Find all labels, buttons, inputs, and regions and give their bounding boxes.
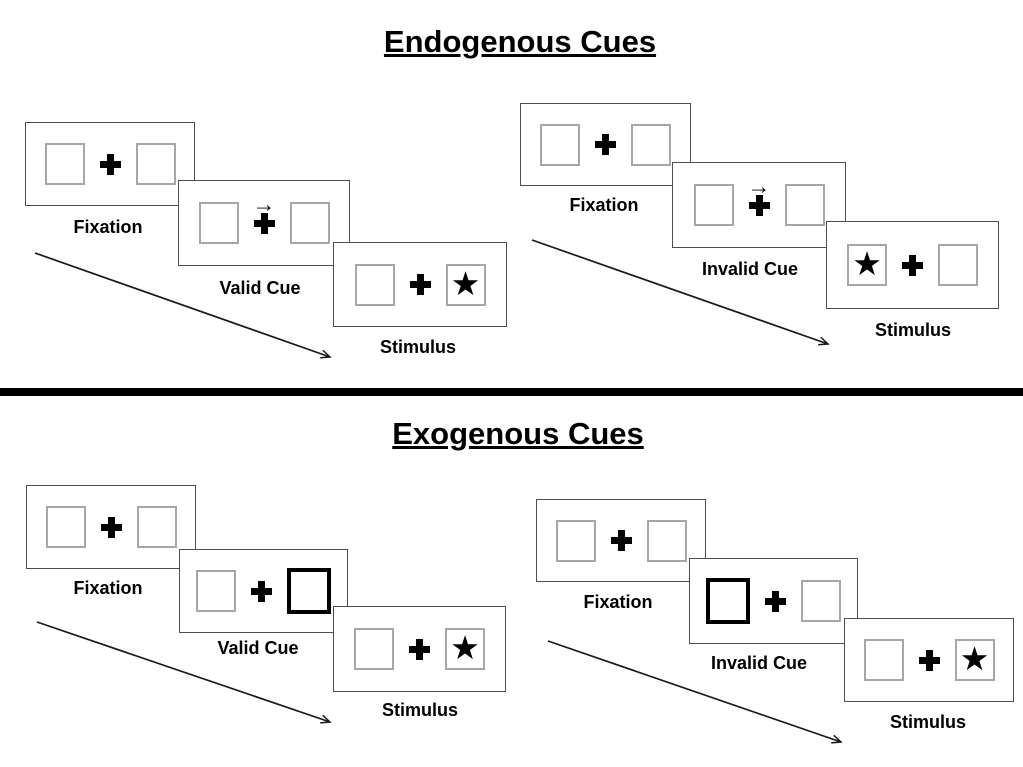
panel-label-invalid-cue: Invalid Cue xyxy=(710,653,808,673)
fixation-cross-icon xyxy=(251,580,272,602)
endogenous-invalid-fixation-panel xyxy=(520,103,691,186)
left-placeholder-square xyxy=(44,143,85,185)
left-placeholder-square xyxy=(354,263,395,306)
section-title-endogenous: Endogenous Cues xyxy=(383,24,657,59)
fixation-cross-icon xyxy=(409,638,430,660)
time-arrow-endogenous-valid xyxy=(34,252,332,359)
time-arrow-endogenous-invalid xyxy=(531,239,830,346)
cue-arrow-icon: → xyxy=(747,172,771,199)
exogenous-valid-cue-panel xyxy=(179,549,348,633)
fixation-cross-icon xyxy=(100,516,122,538)
endogenous-invalid-cue-panel: → xyxy=(672,162,846,248)
left-placeholder-square xyxy=(45,506,86,548)
time-arrow-exogenous-valid xyxy=(36,621,332,724)
right-target-square: ★ xyxy=(445,263,486,306)
exogenous-valid-stimulus-panel: ★ xyxy=(333,606,506,692)
star-stimulus-icon: ★ xyxy=(450,263,481,303)
right-placeholder-square xyxy=(136,506,177,548)
fixation-cross-icon xyxy=(595,134,616,155)
fixation-cross-icon xyxy=(99,153,121,175)
right-placeholder-square xyxy=(135,143,176,185)
left-placeholder-square xyxy=(863,639,904,681)
left-placeholder-square xyxy=(540,123,580,166)
panel-label-stimulus: Stimulus xyxy=(874,320,952,340)
endogenous-valid-fixation-panel xyxy=(25,122,195,206)
left-placeholder-square xyxy=(693,184,734,226)
section-divider xyxy=(0,388,1023,396)
right-target-square: ★ xyxy=(445,628,485,670)
fixation-cross-icon: → xyxy=(748,174,771,216)
panel-label-fixation: Fixation xyxy=(73,578,143,598)
right-placeholder-square xyxy=(801,580,841,622)
right-placeholder-square xyxy=(646,519,687,562)
panel-label-valid-cue: Valid Cue xyxy=(219,278,301,298)
endogenous-valid-stimulus-panel: ★ xyxy=(333,242,507,327)
left-placeholder-square xyxy=(196,570,236,612)
fixation-cross-icon xyxy=(918,649,940,671)
exogenous-invalid-cue-panel xyxy=(689,558,858,644)
left-placeholder-square xyxy=(354,628,394,670)
right-placeholder-square xyxy=(784,184,825,226)
exogenous-invalid-fixation-panel xyxy=(536,499,706,582)
exogenous-invalid-stimulus-panel: ★ xyxy=(844,618,1014,702)
right-target-square: ★ xyxy=(954,639,995,681)
fixation-cross-icon xyxy=(610,530,632,551)
panel-label-valid-cue: Valid Cue xyxy=(217,638,299,658)
panel-label-stimulus: Stimulus xyxy=(379,337,457,357)
star-stimulus-icon: ★ xyxy=(852,244,882,283)
star-stimulus-icon: ★ xyxy=(450,628,480,667)
exogenous-valid-fixation-panel xyxy=(26,485,196,569)
endogenous-invalid-stimulus-panel: ★ xyxy=(826,221,999,309)
cue-arrow-icon: → xyxy=(252,190,276,217)
right-cue-highlight-square xyxy=(287,568,331,614)
left-placeholder-square xyxy=(198,202,239,244)
fixation-cross-icon xyxy=(902,254,923,276)
fixation-cross-icon: → xyxy=(253,192,276,234)
panel-label-fixation: Fixation xyxy=(73,217,143,237)
panel-label-fixation: Fixation xyxy=(583,592,653,612)
star-stimulus-icon: ★ xyxy=(959,639,990,678)
section-title-exogenous: Exogenous Cues xyxy=(392,416,644,451)
endogenous-valid-cue-panel: → xyxy=(178,180,350,266)
left-target-square: ★ xyxy=(847,244,887,286)
left-cue-highlight-square xyxy=(706,578,750,624)
fixation-cross-icon xyxy=(409,274,431,295)
right-placeholder-square xyxy=(938,244,978,286)
panel-label-stimulus: Stimulus xyxy=(889,712,967,732)
left-placeholder-square xyxy=(555,519,596,562)
panel-label-fixation: Fixation xyxy=(569,195,639,215)
right-placeholder-square xyxy=(289,202,330,244)
fixation-cross-icon xyxy=(765,590,786,612)
right-placeholder-square xyxy=(631,123,671,166)
panel-label-invalid-cue: Invalid Cue xyxy=(701,259,799,279)
panel-label-stimulus: Stimulus xyxy=(381,700,459,720)
